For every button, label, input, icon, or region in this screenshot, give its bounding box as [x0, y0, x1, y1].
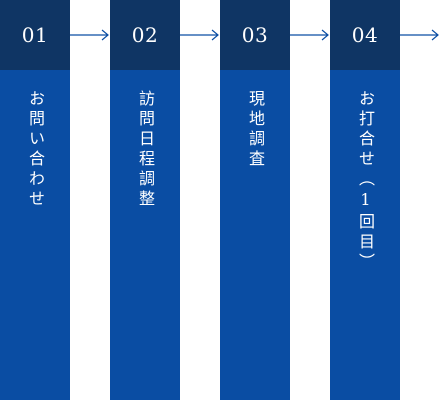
step-02: 02 訪問日程調整 [110, 0, 180, 400]
step-03: 03 現地調査 [220, 0, 290, 400]
step-01: 01 お問い合わせ [0, 0, 70, 400]
step-number: 01 [0, 0, 70, 70]
arrow-right-icon [70, 29, 110, 41]
step-body: お打合せ（1回目） [330, 70, 400, 400]
step-label: 訪問日程調整 [136, 90, 155, 210]
step-label: 現地調査 [246, 90, 265, 170]
step-body: お問い合わせ [0, 70, 70, 400]
arrow-right-icon [400, 29, 440, 41]
step-label: お打合せ（1回目） [356, 90, 375, 273]
step-label: お問い合わせ [26, 90, 45, 210]
step-body: 現地調査 [220, 70, 290, 400]
step-04: 04 お打合せ（1回目） [330, 0, 400, 400]
step-number: 02 [110, 0, 180, 70]
step-body: 訪問日程調整 [110, 70, 180, 400]
step-number: 04 [330, 0, 400, 70]
step-number: 03 [220, 0, 290, 70]
arrow-right-icon [290, 29, 330, 41]
arrow-right-icon [180, 29, 220, 41]
